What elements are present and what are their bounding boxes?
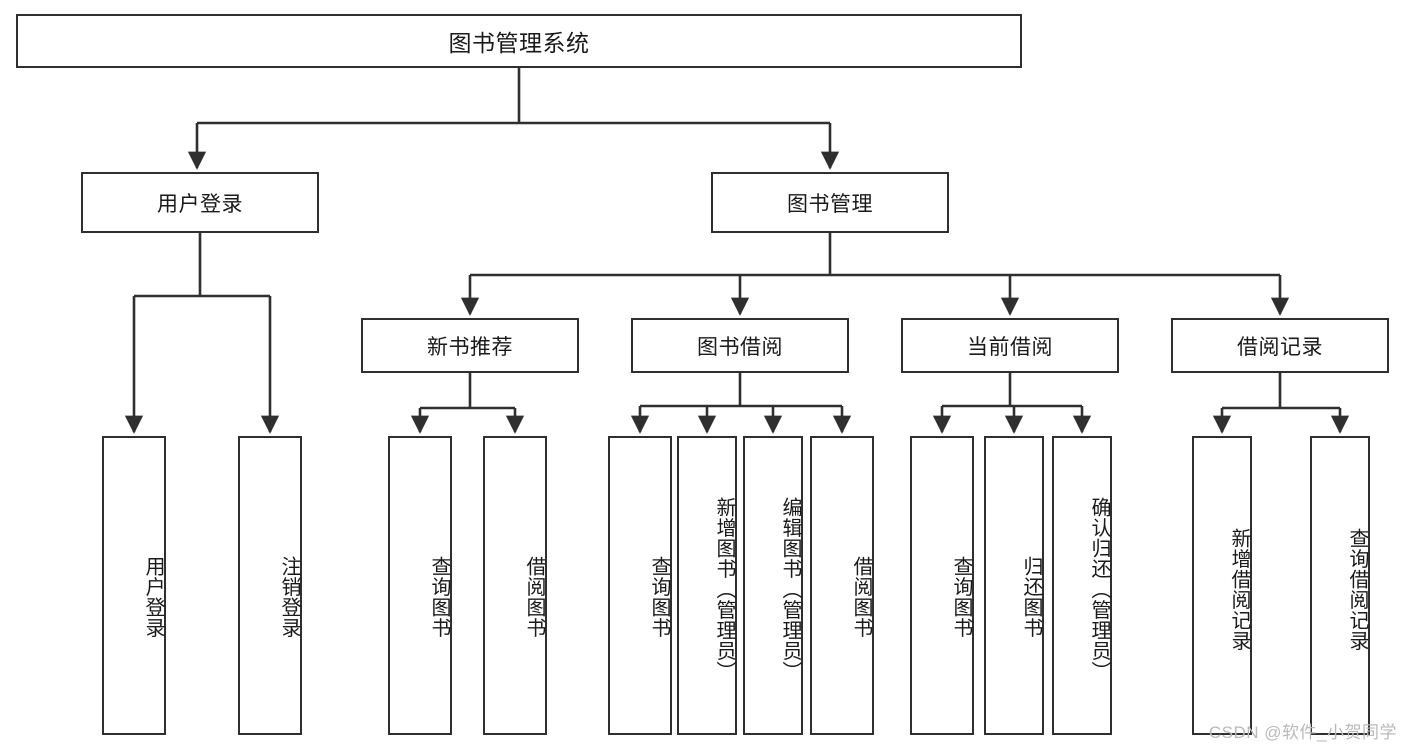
node-leaf-return-book-label: 归还图书 <box>1020 555 1042 638</box>
node-book-borrow-label: 图书借阅 <box>697 335 783 359</box>
node-new-book-recommend-label: 新书推荐 <box>427 335 513 359</box>
node-leaf-logout-label: 注销登录 <box>278 555 300 638</box>
node-book-management-label: 图书管理 <box>787 192 873 216</box>
node-leaf-user-login[interactable]: 用户登录 <box>102 436 166 735</box>
node-leaf-query-book-2-label: 查询图书 <box>648 555 670 638</box>
node-leaf-confirm-return-label: 确认归还（管理员） <box>1088 497 1110 682</box>
node-leaf-return-book[interactable]: 归还图书 <box>984 436 1044 735</box>
node-leaf-query-record-label: 查询借阅记录 <box>1346 528 1368 651</box>
node-borrow-records-label: 借阅记录 <box>1237 335 1323 359</box>
node-leaf-add-record[interactable]: 新增借阅记录 <box>1192 436 1252 735</box>
node-root-label: 图书管理系统 <box>448 30 590 56</box>
node-user-login-label: 用户登录 <box>157 192 243 216</box>
node-current-borrow[interactable]: 当前借阅 <box>901 318 1119 373</box>
node-user-login[interactable]: 用户登录 <box>81 172 319 233</box>
node-leaf-borrow-book-2-label: 借阅图书 <box>850 555 872 638</box>
node-book-borrow[interactable]: 图书借阅 <box>631 318 849 373</box>
node-leaf-user-login-label: 用户登录 <box>142 555 164 638</box>
node-leaf-query-record[interactable]: 查询借阅记录 <box>1310 436 1370 735</box>
node-leaf-query-book-3[interactable]: 查询图书 <box>910 436 974 735</box>
node-leaf-add-book[interactable]: 新增图书（管理员） <box>677 436 737 735</box>
node-leaf-edit-book-label: 编辑图书（管理员） <box>779 497 801 682</box>
node-borrow-records[interactable]: 借阅记录 <box>1171 318 1389 373</box>
node-leaf-query-book-3-label: 查询图书 <box>950 555 972 638</box>
node-leaf-add-book-label: 新增图书（管理员） <box>713 497 735 682</box>
node-leaf-query-book-1[interactable]: 查询图书 <box>388 436 452 735</box>
node-book-management[interactable]: 图书管理 <box>711 172 949 233</box>
node-leaf-borrow-book-1-label: 借阅图书 <box>523 555 545 638</box>
node-current-borrow-label: 当前借阅 <box>967 335 1053 359</box>
node-leaf-borrow-book-2[interactable]: 借阅图书 <box>810 436 874 735</box>
node-leaf-confirm-return[interactable]: 确认归还（管理员） <box>1052 436 1112 735</box>
watermark: CSDN @软件_小贺同学 <box>1208 723 1397 742</box>
node-leaf-edit-book[interactable]: 编辑图书（管理员） <box>743 436 803 735</box>
node-leaf-query-book-2[interactable]: 查询图书 <box>608 436 672 735</box>
node-leaf-logout[interactable]: 注销登录 <box>238 436 302 735</box>
node-root[interactable]: 图书管理系统 <box>16 14 1022 68</box>
node-leaf-borrow-book-1[interactable]: 借阅图书 <box>483 436 547 735</box>
node-leaf-add-record-label: 新增借阅记录 <box>1228 528 1250 651</box>
node-new-book-recommend[interactable]: 新书推荐 <box>361 318 579 373</box>
node-leaf-query-book-1-label: 查询图书 <box>428 555 450 638</box>
